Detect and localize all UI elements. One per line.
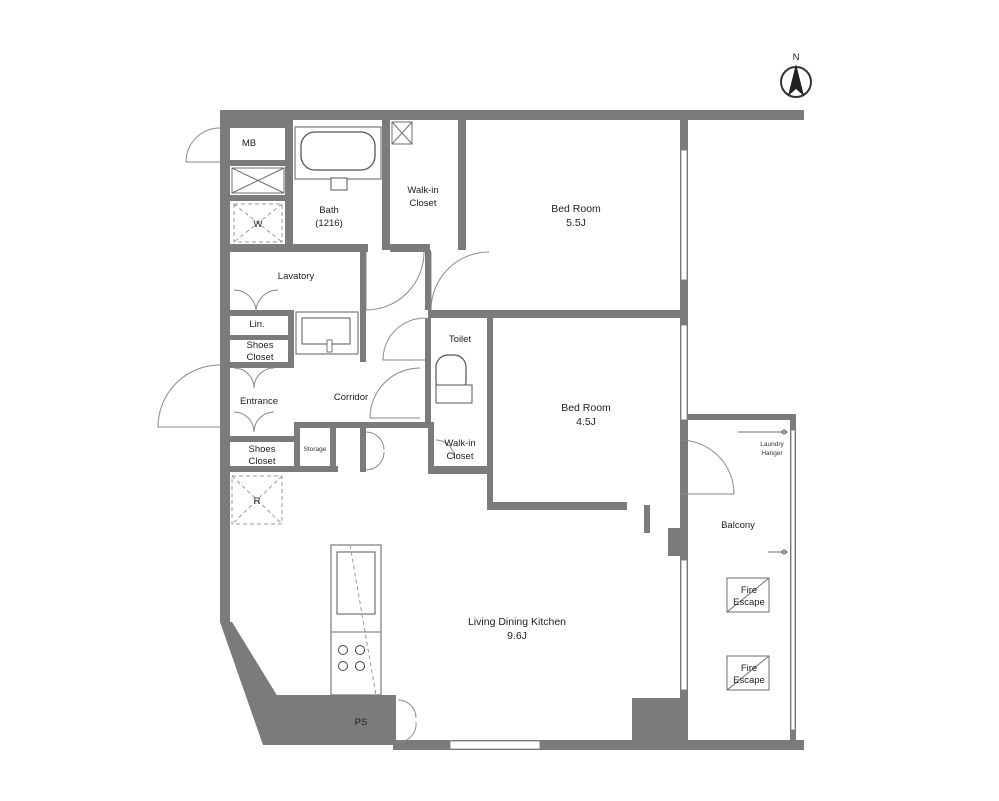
ldk-size-label: 9.6J xyxy=(507,630,527,642)
corridor-label: Corridor xyxy=(334,392,368,403)
crossed-box-shafts xyxy=(231,121,413,194)
walkin-closet-1-label-line2: Closet xyxy=(410,198,437,209)
lavatory-sink xyxy=(295,311,359,355)
fire-escape-1-label-line1: Fire xyxy=(741,585,757,596)
north-arrow-icon xyxy=(780,64,812,98)
north-label: N xyxy=(793,52,800,63)
laundry-hanger-label-line1: Laundry xyxy=(760,441,784,448)
toilet-fixture xyxy=(435,354,473,404)
fire-escape-2-label-line1: Fire xyxy=(741,663,757,674)
bath-label: Bath xyxy=(319,205,339,216)
bathtub xyxy=(294,126,382,191)
door-swings xyxy=(157,127,735,743)
storage-label: Storage xyxy=(304,446,327,453)
fire-escape-1-label-line2: Escape xyxy=(733,597,765,608)
toilet-label: Toilet xyxy=(449,334,472,345)
bedroom-1-size-label: 5.5J xyxy=(566,217,586,229)
fire-escape-hatches xyxy=(726,577,770,691)
laundry-hanger-label-line2: Hanger xyxy=(761,450,783,457)
bedroom-2-size-label: 4.5J xyxy=(576,416,596,428)
mb-label: MB xyxy=(242,138,256,149)
interior-walls xyxy=(228,120,796,745)
kitchen-counter xyxy=(330,544,382,696)
lavatory-label: Lavatory xyxy=(278,271,315,282)
bedroom-1-label: Bed Room xyxy=(551,203,601,215)
shoes-closet-2-label-line1: Shoes xyxy=(249,444,276,455)
walkin-closet-2-label-line2: Closet xyxy=(447,451,474,462)
entrance-label: Entrance xyxy=(240,396,278,407)
bath-size-label: (1216) xyxy=(315,218,342,229)
refrigerator-label: R xyxy=(254,496,261,507)
laundry-hanger-bars xyxy=(738,429,788,555)
exterior-walls xyxy=(220,110,804,750)
refrigerator-space xyxy=(231,475,283,525)
washer-label: W xyxy=(254,219,263,230)
walkin-closet-2-label-line1: Walk-in xyxy=(444,438,475,449)
linen-label: Lin. xyxy=(249,319,264,330)
shoes-closet-1-label-line2: Closet xyxy=(247,352,274,363)
washer-space xyxy=(233,203,283,243)
fire-escape-2-label-line2: Escape xyxy=(733,675,765,686)
shoes-closet-1-label-line1: Shoes xyxy=(247,340,274,351)
ldk-label: Living Dining Kitchen xyxy=(468,616,566,628)
walkin-closet-1-label-line1: Walk-in xyxy=(407,185,438,196)
shoes-closet-2-label-line2: Closet xyxy=(249,456,276,467)
ps-label: PS xyxy=(355,717,368,728)
balcony-label: Balcony xyxy=(721,520,755,531)
windows xyxy=(449,149,796,750)
bedroom-2-label: Bed Room xyxy=(561,402,611,414)
stove-icon xyxy=(338,645,365,671)
